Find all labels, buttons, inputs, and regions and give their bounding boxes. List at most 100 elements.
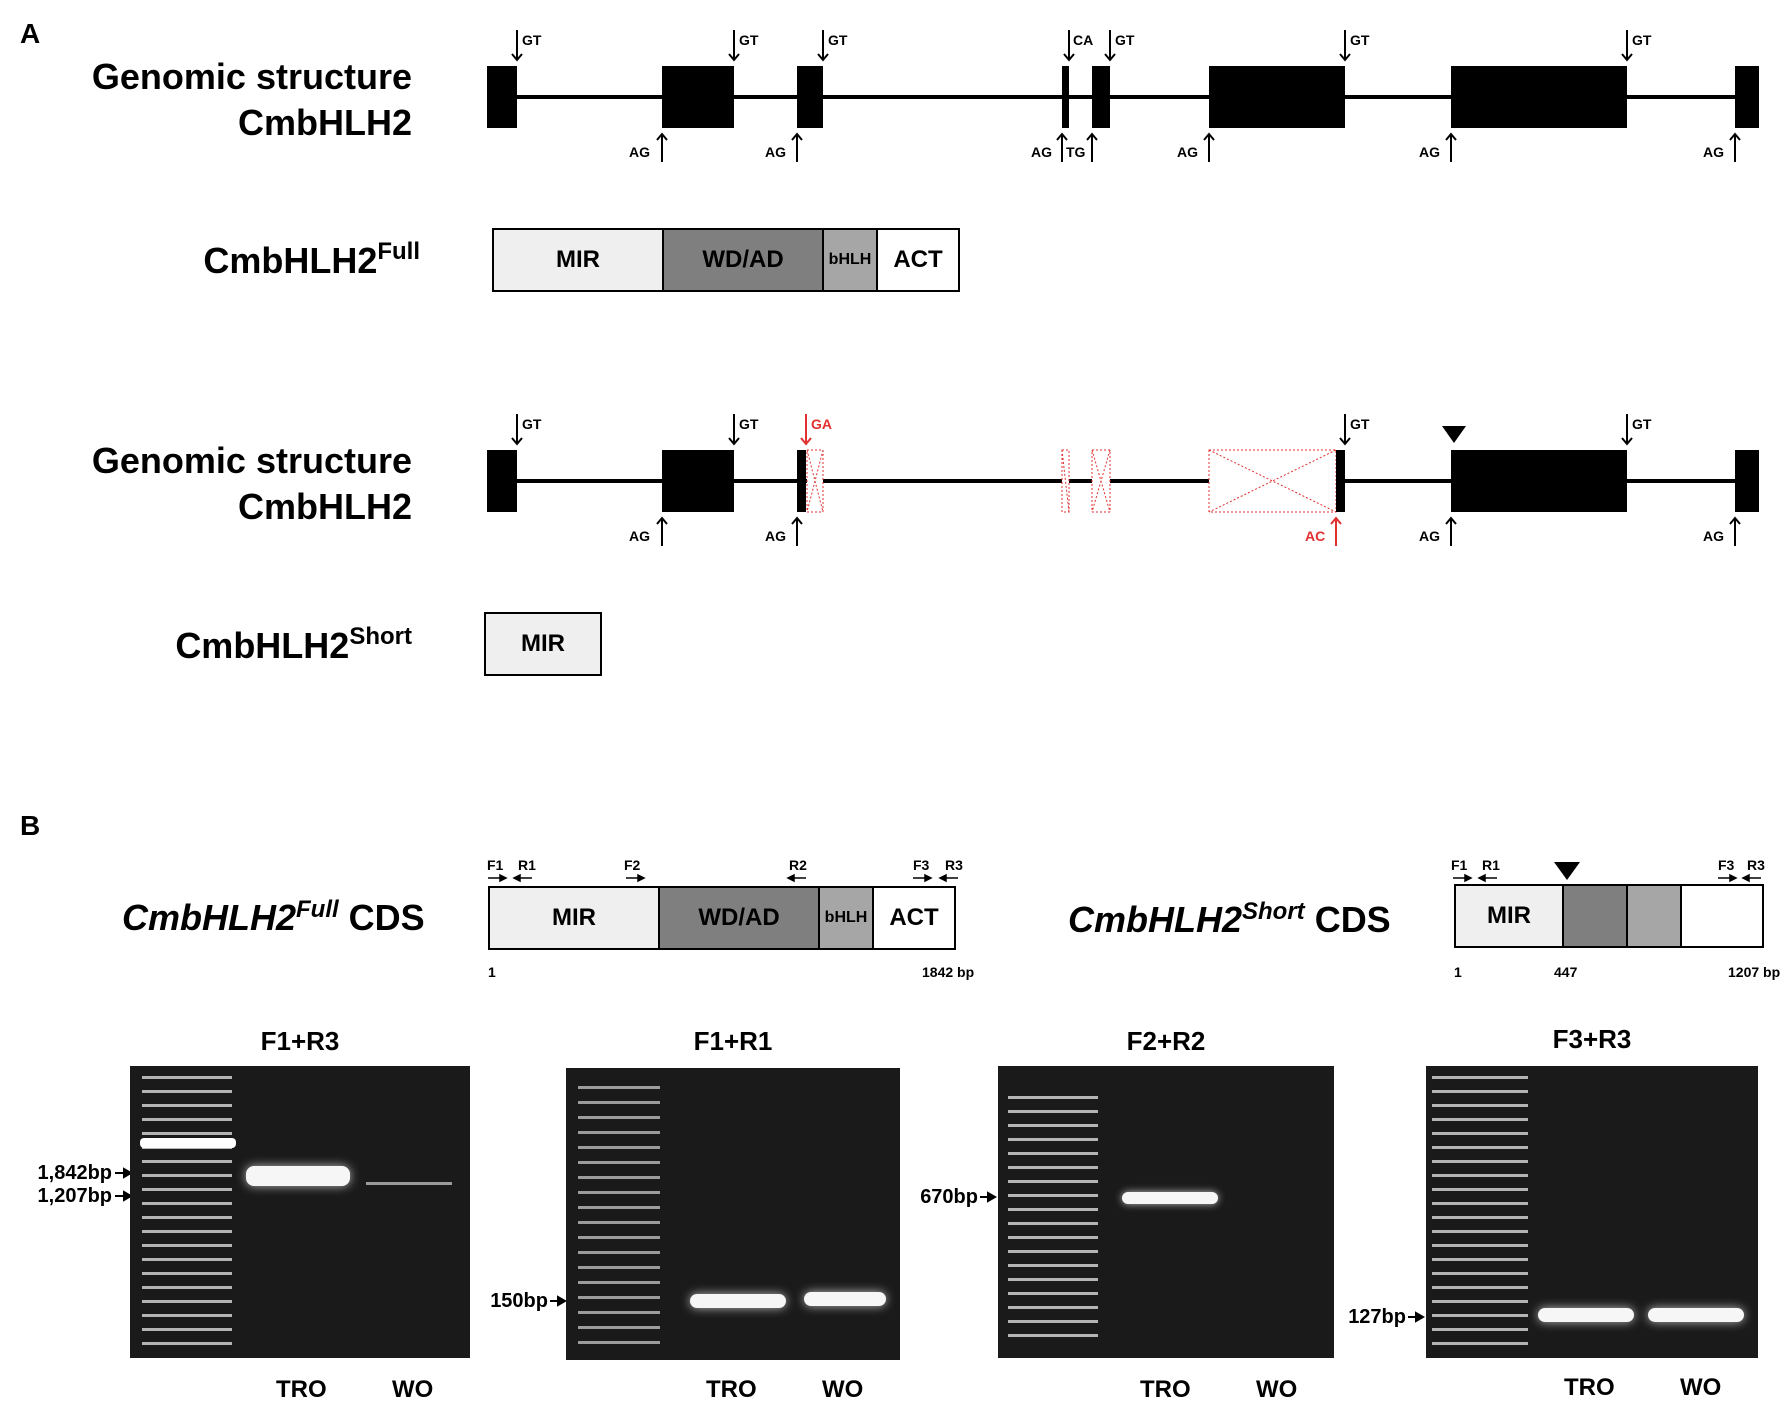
domain-bhlh-frameshift — [1628, 886, 1682, 946]
size-label: 1,842bp — [37, 1162, 112, 1184]
size-label: 1,207bp — [37, 1185, 112, 1207]
domain-bhlh: bHLH — [824, 230, 878, 290]
exon-5 — [1092, 66, 1110, 128]
primer-label: F3 — [913, 857, 930, 873]
acceptor-label-red: AC — [1305, 528, 1326, 544]
acceptor-label: AG — [1419, 144, 1440, 160]
primer-label: R3 — [1747, 857, 1765, 873]
exon-8 — [1735, 66, 1759, 128]
acceptor-label: AG — [1703, 528, 1724, 544]
ladder-lane — [1432, 1076, 1528, 1346]
cds-end: 1842 bp — [922, 964, 975, 980]
domain-act: ACT — [878, 230, 958, 290]
exon-2 — [662, 66, 734, 128]
donor-label: GT — [1350, 416, 1370, 432]
cds-label-full: CmbHLH2Full CDS — [122, 896, 425, 939]
donor-label: CA — [1073, 32, 1094, 48]
panel-letter-a: A — [20, 18, 41, 49]
gene-name-label: CmbHLH2 — [237, 102, 412, 143]
acceptor-arrows — [656, 516, 1741, 546]
protein-name: CmbHLH2 — [203, 240, 378, 281]
domain-mir: MIR — [1456, 886, 1564, 946]
insertion-marker-icon — [1442, 426, 1466, 443]
gel-image-1 — [130, 1066, 470, 1358]
donor-label: GT — [1632, 32, 1652, 48]
gel-title: F1+R1 — [693, 1026, 773, 1056]
exon-1 — [487, 66, 517, 128]
lane-label: WO — [822, 1376, 864, 1403]
protein-label-short: CmbHLH2Short — [150, 623, 412, 667]
gene-name-label: CmbHLH2 — [237, 486, 412, 527]
deleted-regions — [806, 449, 1337, 513]
primer-label: R2 — [789, 857, 807, 873]
cds-superscript: Full — [296, 896, 339, 923]
lane-label: WO — [392, 1376, 434, 1403]
primer-arrows-short — [1453, 873, 1761, 883]
acceptor-label: AG — [765, 144, 786, 160]
size-label: 150bp — [490, 1290, 548, 1312]
donor-label: GT — [1115, 32, 1135, 48]
genomic-structure-title-full: Genomic structure CmbHLH2 — [12, 54, 412, 146]
lane-label: TRO — [1140, 1376, 1191, 1403]
genomic-structure-title-short: Genomic structure CmbHLH2 — [12, 438, 412, 530]
domain-wd-ad: WD/AD — [660, 888, 820, 948]
exon-6-truncated — [1336, 450, 1345, 512]
cds-domain-bar-short: MIR — [1454, 884, 1764, 948]
primer-label: F1 — [1451, 857, 1468, 873]
protein-domain-bar-short: MIR — [484, 612, 602, 676]
exon-1 — [487, 450, 517, 512]
gel-band — [804, 1292, 886, 1306]
gel-band — [690, 1294, 786, 1308]
protein-label-full: CmbHLH2Full — [180, 238, 420, 282]
gel-title: F2+R2 — [1126, 1026, 1206, 1056]
exon-6 — [1209, 66, 1345, 128]
exon-4 — [1062, 66, 1069, 128]
cds-start: 1 — [1454, 964, 1462, 980]
acceptor-label: AG — [1419, 528, 1440, 544]
protein-name: CmbHLH2 — [175, 625, 350, 666]
acceptor-label: AG — [629, 144, 650, 160]
cds-domain-bar-full: MIR WD/AD bHLH ACT — [488, 886, 956, 950]
size-label: 127bp — [1348, 1306, 1406, 1328]
ladder-lane — [142, 1076, 232, 1346]
gel-image-4 — [1426, 1066, 1758, 1358]
lane-label: TRO — [276, 1376, 327, 1403]
domain-wd-ad-frameshift — [1564, 886, 1628, 946]
donor-label: GT — [828, 32, 848, 48]
acceptor-label: AG — [1031, 144, 1052, 160]
exon-3 — [797, 66, 823, 128]
lane-label: TRO — [706, 1376, 757, 1403]
exon-3-truncated — [797, 450, 806, 512]
primer-label: F1 — [487, 857, 504, 873]
cds-end: 1207 bp — [1728, 964, 1781, 980]
panel-letter-b: B — [20, 810, 41, 841]
protein-superscript: Short — [349, 623, 412, 650]
donor-arrows — [511, 30, 1633, 62]
primer-label: F3 — [1718, 857, 1735, 873]
gel-image-2 — [566, 1068, 900, 1360]
donor-label: GT — [522, 416, 542, 432]
acceptor-label: AG — [629, 528, 650, 544]
cds-mid: 447 — [1554, 964, 1578, 980]
cds-start: 1 — [488, 964, 496, 980]
ladder-lane — [1008, 1096, 1098, 1346]
domain-wd-ad: WD/AD — [664, 230, 824, 290]
acceptor-label: TG — [1066, 144, 1086, 160]
genomic-structure-label: Genomic structure — [91, 440, 412, 481]
exon-8 — [1735, 450, 1759, 512]
cds-suffix: CDS — [1304, 899, 1391, 940]
exon-7 — [1451, 66, 1627, 128]
insertion-marker-cds-icon — [1554, 862, 1580, 880]
donor-label: GT — [1350, 32, 1370, 48]
cds-label-short: CmbHLH2Short CDS — [1068, 898, 1391, 941]
exon-2 — [662, 450, 734, 512]
gel-band — [1648, 1308, 1744, 1322]
cds-gene-name: CmbHLH2 — [122, 897, 297, 938]
ladder-bright-band — [140, 1138, 236, 1148]
protein-superscript: Full — [377, 238, 420, 265]
donor-label: GT — [522, 32, 542, 48]
acceptor-label: AG — [1703, 144, 1724, 160]
cds-suffix: CDS — [338, 897, 425, 938]
gel-title: F1+R3 — [260, 1026, 340, 1056]
domain-mir: MIR — [490, 888, 660, 948]
